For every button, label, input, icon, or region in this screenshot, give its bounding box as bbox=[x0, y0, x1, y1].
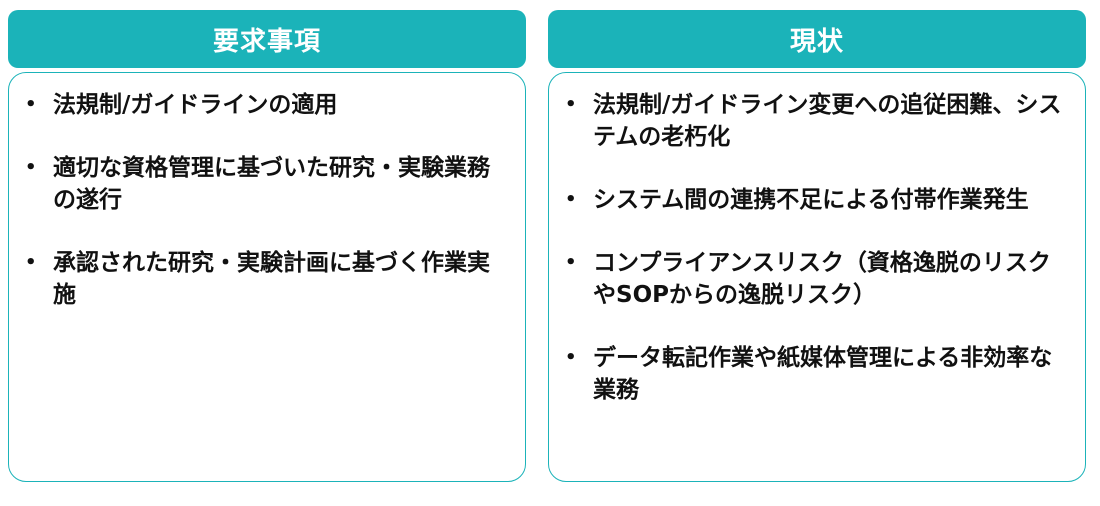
current-state-title: 現状 bbox=[789, 26, 844, 57]
bullet-dot-icon: • bbox=[565, 347, 577, 368]
list-item-text: 承認された研究・実験計画に基づく作業実施 bbox=[53, 250, 490, 308]
list-item-text: 法規制/ガイドライン変更への追従困難、システムの老朽化 bbox=[593, 92, 1062, 150]
requirements-body: • 法規制/ガイドラインの適用 • 適切な資格管理に基づいた研究・実験業務の遂行… bbox=[8, 72, 526, 482]
list-item-text: データ転記作業や紙媒体管理による非効率な業務 bbox=[593, 345, 1053, 403]
requirements-title: 要求事項 bbox=[212, 26, 321, 57]
current-state-header: 現状 bbox=[548, 10, 1086, 68]
list-item-text: システム間の連携不足による付帯作業発生 bbox=[593, 187, 1029, 213]
current-state-list: • 法規制/ガイドライン変更への追従困難、システムの老朽化 • システム間の連携… bbox=[549, 73, 1085, 406]
list-item: • コンプライアンスリスク（資格逸脱のリスクやSOPからの逸脱リスク） bbox=[565, 247, 1067, 311]
requirements-header: 要求事項 bbox=[8, 10, 526, 68]
list-item-text: 法規制/ガイドラインの適用 bbox=[53, 92, 338, 118]
list-item: • データ転記作業や紙媒体管理による非効率な業務 bbox=[565, 342, 1067, 406]
list-item-text: コンプライアンスリスク（資格逸脱のリスクやSOPからの逸脱リスク） bbox=[593, 250, 1051, 308]
bullet-dot-icon: • bbox=[25, 94, 37, 115]
list-item: • 承認された研究・実験計画に基づく作業実施 bbox=[25, 247, 507, 311]
bullet-dot-icon: • bbox=[25, 252, 37, 273]
list-item-text: 適切な資格管理に基づいた研究・実験業務の遂行 bbox=[53, 155, 490, 213]
bullet-dot-icon: • bbox=[565, 252, 577, 273]
requirements-list: • 法規制/ガイドラインの適用 • 適切な資格管理に基づいた研究・実験業務の遂行… bbox=[9, 73, 525, 311]
list-item: • システム間の連携不足による付帯作業発生 bbox=[565, 184, 1067, 216]
requirements-panel: 要求事項 • 法規制/ガイドラインの適用 • 適切な資格管理に基づいた研究・実験… bbox=[8, 10, 526, 482]
list-item: • 法規制/ガイドラインの適用 bbox=[25, 89, 507, 121]
current-state-body: • 法規制/ガイドライン変更への追従困難、システムの老朽化 • システム間の連携… bbox=[548, 72, 1086, 482]
bullet-dot-icon: • bbox=[25, 157, 37, 178]
list-item: • 法規制/ガイドライン変更への追従困難、システムの老朽化 bbox=[565, 89, 1067, 153]
bullet-dot-icon: • bbox=[565, 94, 577, 115]
bullet-dot-icon: • bbox=[565, 189, 577, 210]
list-item: • 適切な資格管理に基づいた研究・実験業務の遂行 bbox=[25, 152, 507, 216]
current-state-panel: 現状 • 法規制/ガイドライン変更への追従困難、システムの老朽化 • システム間… bbox=[548, 10, 1086, 482]
